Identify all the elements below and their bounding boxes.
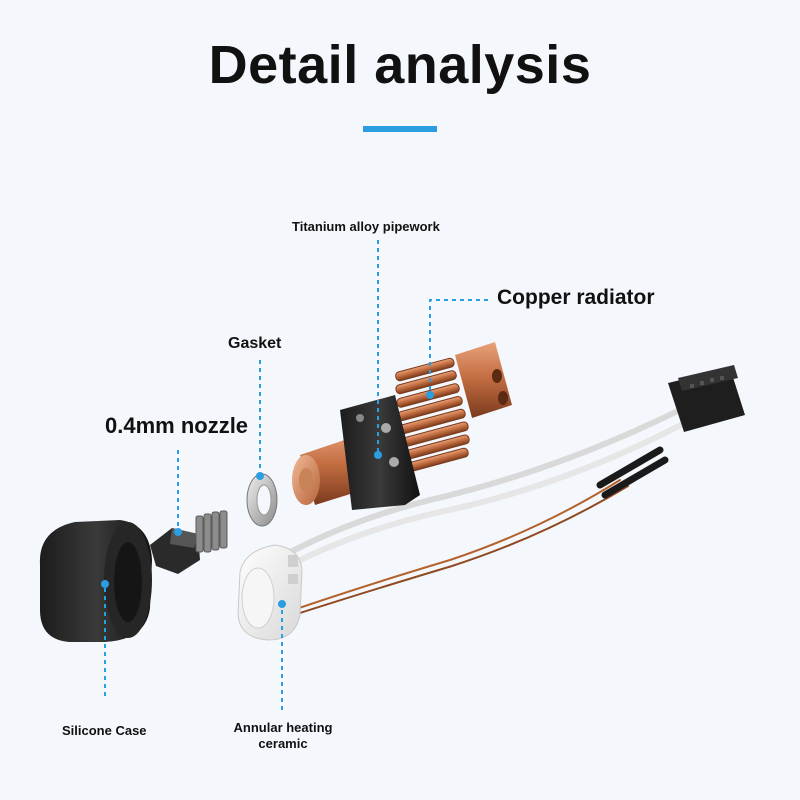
gasket [246,473,278,527]
silicone-case [39,520,153,642]
leader-lines [104,240,488,710]
page-title: Detail analysis [208,35,592,95]
connector [668,365,745,432]
label-annular-heating-ceramic: Annular heating ceramic [233,720,333,751]
label-titanium-alloy-pipework: Titanium alloy pipework [292,219,440,234]
nozzle [150,510,228,574]
leader-dots [101,391,434,608]
title-underline [363,126,437,132]
label-silicone-case: Silicone Case [62,723,147,738]
label-gasket: Gasket [228,335,282,352]
wires [269,402,703,623]
label-copper-radiator: Copper radiator [497,286,655,309]
label-nozzle: 0.4mm nozzle [105,413,249,438]
annular-heating-ceramic [237,544,303,641]
